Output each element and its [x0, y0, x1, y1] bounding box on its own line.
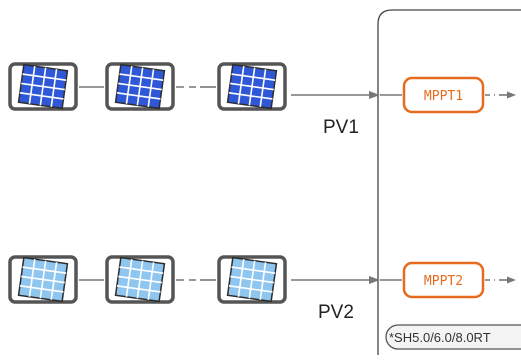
mppt1-box: [402, 76, 485, 114]
inverter-box: [377, 9, 521, 355]
solar-panel-icon: [217, 255, 287, 304]
model-badge: *SH5.0/6.0/8.0RT: [385, 324, 521, 350]
arrow-right-icon: [369, 276, 380, 284]
solar-panel-icon: [8, 62, 78, 111]
solar-panel-icon: [8, 255, 78, 304]
pv-string-1: PV1 MPPT1: [8, 62, 516, 138]
mppt2-label: MPPT2: [424, 274, 463, 289]
arrow-right-icon: [507, 91, 516, 99]
arrow-right-icon: [369, 91, 380, 99]
solar-panel-icon: [105, 62, 175, 111]
model-note: *SH5.0/6.0/8.0RT: [389, 330, 491, 345]
mppt2-box: [402, 261, 485, 299]
pv1-label: PV1: [323, 117, 359, 138]
solar-panel-icon: [105, 255, 175, 304]
solar-panel-icon: [217, 62, 287, 111]
mppt1-label: MPPT1: [424, 89, 463, 104]
pv-string-2: PV2 MPPT2: [8, 255, 516, 323]
arrow-right-icon: [507, 276, 516, 284]
pv2-label: PV2: [318, 302, 354, 323]
